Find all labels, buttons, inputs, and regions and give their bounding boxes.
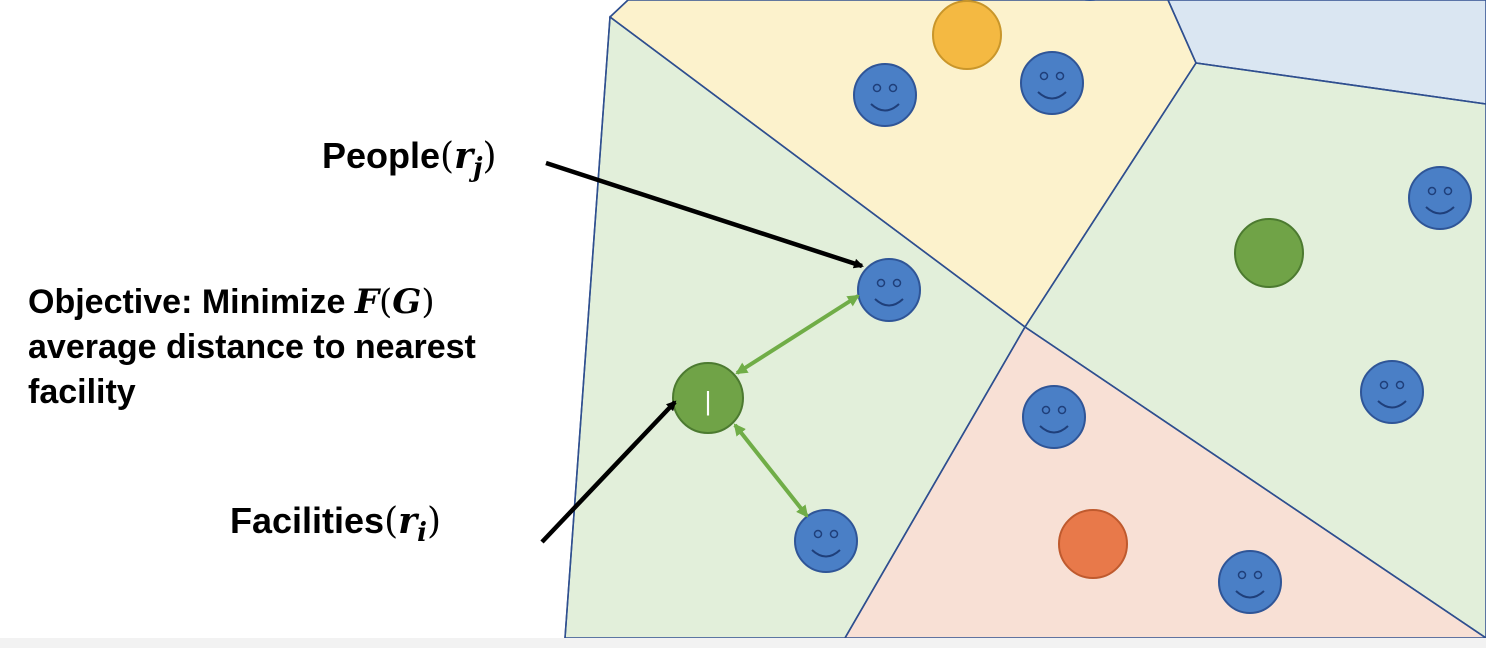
person-icon — [1022, 385, 1086, 449]
objective-line-3: facility — [28, 373, 136, 411]
facility-green-left — [672, 362, 744, 434]
objective-math-fn: F — [354, 282, 379, 322]
objective-math-arg: G — [392, 282, 422, 322]
person-icon — [857, 258, 921, 322]
objective-math-open: ( — [379, 282, 393, 322]
objective-line-1: Objective: Minimize F(G) — [28, 280, 476, 325]
facility-yellow — [932, 0, 1002, 70]
facilities-math-sub: i — [417, 518, 427, 549]
objective-line-1-text: Objective: Minimize — [28, 283, 355, 321]
bottom-bar — [0, 638, 1486, 648]
objective-math-close: ) — [421, 282, 435, 322]
people-label: People(rj) — [322, 135, 497, 183]
distance-arrow-lower — [733, 423, 809, 518]
voronoi-edges — [564, 0, 1486, 639]
facilities-math-var: r — [398, 500, 418, 542]
distance-arrow-upper — [735, 294, 860, 375]
facility-green-right — [1234, 218, 1304, 288]
objective-line-2: average distance to nearest — [28, 328, 476, 366]
person-icon — [1218, 550, 1282, 614]
person-icon — [1020, 51, 1084, 115]
people-pointer-arrow — [545, 160, 864, 269]
facility-orange — [1058, 509, 1128, 579]
facilities-pointer-arrow — [540, 400, 677, 544]
facilities-math-open: ( — [384, 501, 399, 542]
person-icon — [853, 63, 917, 127]
facilities-label: Facilities(ri) — [230, 500, 441, 548]
people-math-sub: j — [473, 153, 483, 184]
person-icon — [1360, 360, 1424, 424]
facilities-math-close: ) — [426, 501, 441, 542]
objective-label: Objective: Minimize F(G) average distanc… — [28, 280, 476, 415]
person-icon — [1408, 166, 1472, 230]
person-icon — [794, 509, 858, 573]
people-math-close: ) — [482, 136, 497, 177]
people-math-var: r — [454, 135, 474, 177]
facilities-label-text: Facilities — [230, 500, 385, 541]
people-math-open: ( — [440, 136, 455, 177]
facility-cursor-glyph: | — [705, 386, 712, 416]
people-label-text: People — [322, 135, 441, 176]
